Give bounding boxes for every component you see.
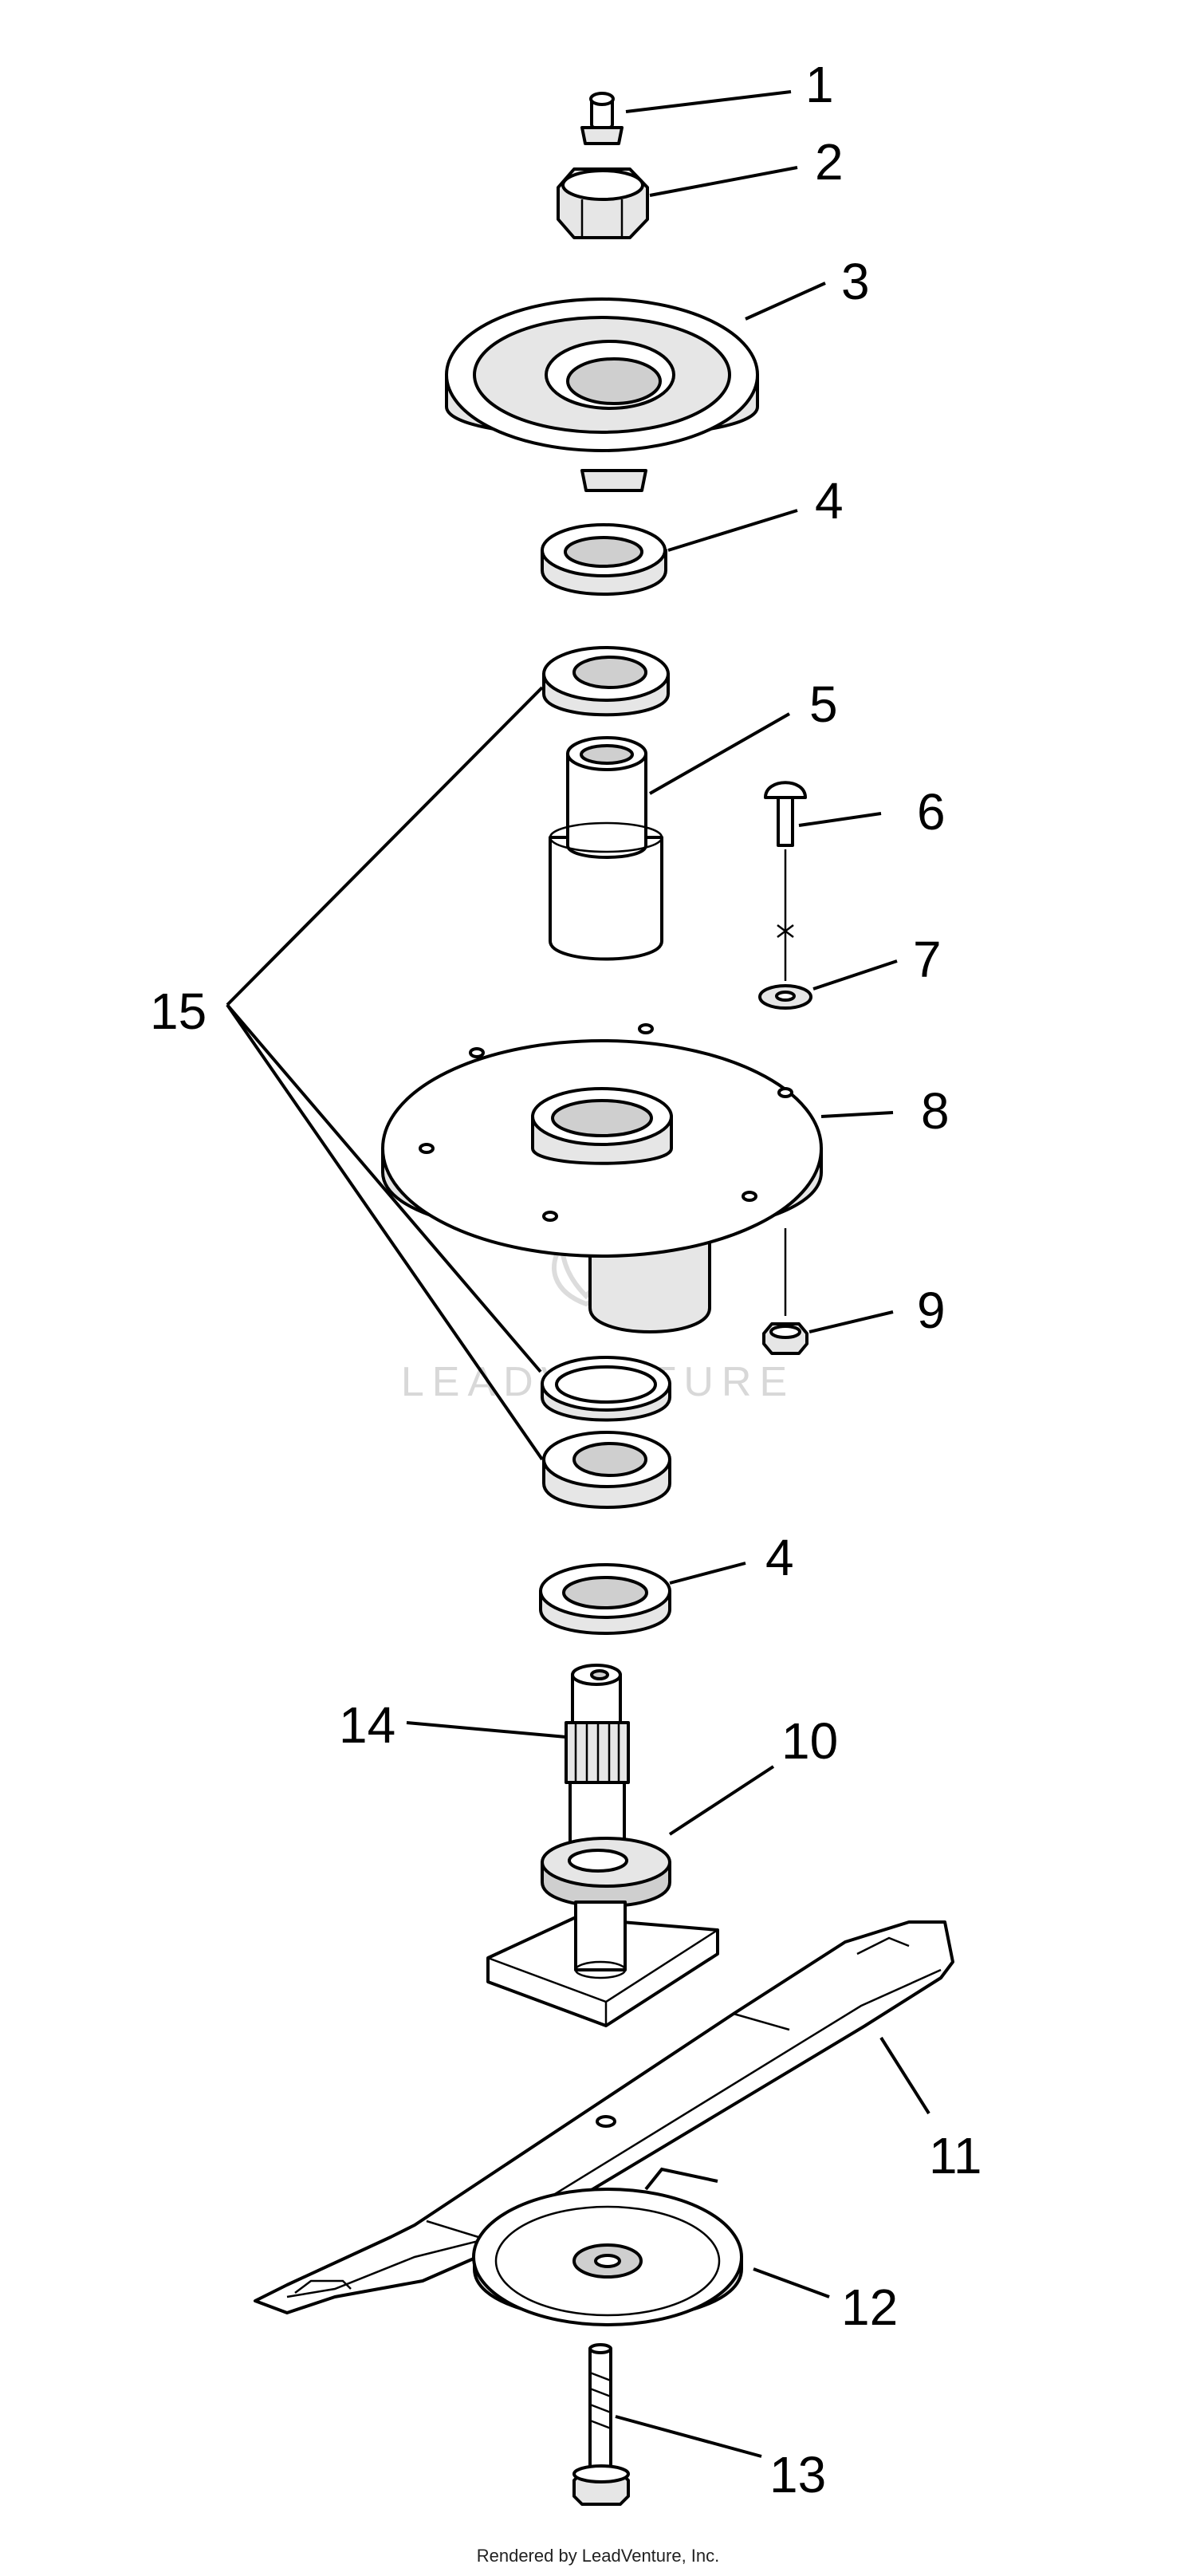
callout-5: 5 [809, 676, 838, 733]
blade-adapter [486, 1900, 719, 2027]
callout-6: 6 [917, 783, 946, 841]
callout-10: 10 [781, 1712, 838, 1770]
callout-15: 15 [150, 983, 207, 1040]
callout-4-upper: 4 [815, 472, 844, 530]
part-2-hex-nut [557, 167, 649, 239]
part-9-lock-nut [762, 1322, 808, 1355]
part-7-washer [758, 984, 812, 1010]
part-14-10-spindle-shaft [541, 1664, 671, 1908]
footer-credit: Rendered by LeadVenture, Inc. [477, 2546, 720, 2566]
part-15-bearing-lower [542, 1431, 671, 1509]
callout-4-lower: 4 [765, 1529, 794, 1586]
callouts: 1 2 3 4 5 6 7 8 9 4 14 10 11 12 13 15 [150, 56, 982, 2503]
callout-1: 1 [805, 56, 834, 113]
callout-7: 7 [913, 931, 942, 988]
part-8-mounting-plate [381, 1023, 823, 1333]
part-15-ring-middle [541, 1356, 671, 1422]
part-15-bearing-upper [542, 646, 670, 717]
part-5-spindle-housing [549, 736, 663, 961]
callout-11: 11 [929, 2127, 982, 2184]
callout-2: 2 [815, 133, 844, 191]
part-13-blade-bolt [572, 2343, 630, 2506]
part-6-carriage-bolt [764, 781, 807, 981]
callout-8: 8 [921, 1082, 950, 1140]
leader-lines [226, 90, 930, 2458]
part-3-pulley [445, 297, 759, 492]
callout-13: 13 [769, 2446, 826, 2503]
part-1-grease-fitting [580, 92, 624, 145]
part-12-retainer-cup [472, 2167, 743, 2326]
callout-14: 14 [339, 1696, 395, 1754]
part-4-spacer-upper [541, 523, 667, 596]
callout-9: 9 [917, 1282, 946, 1339]
callout-3: 3 [841, 253, 870, 310]
part-11-blade [254, 1920, 954, 2314]
part-4-spacer-lower [539, 1563, 671, 1635]
callout-12: 12 [841, 2279, 898, 2336]
